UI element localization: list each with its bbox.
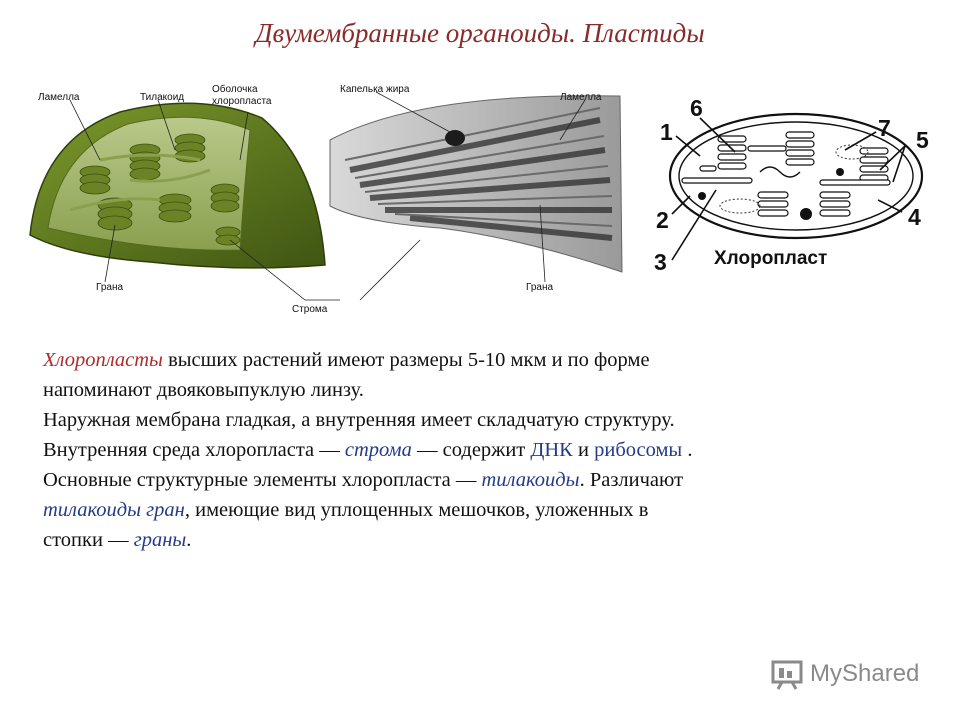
schematic-number-5: 5 bbox=[916, 127, 929, 153]
schematic-number-7: 7 bbox=[878, 115, 891, 141]
text-span: . bbox=[682, 439, 693, 461]
text-line-1: Хлоропласты высших растений имеют размер… bbox=[43, 345, 923, 375]
description-paragraph: Хлоропласты высших растений имеют размер… bbox=[43, 345, 923, 555]
term-grana-thylakoids: тилакоиды гран bbox=[43, 499, 185, 521]
schematic-number-3: 3 bbox=[654, 249, 667, 275]
label-fat-droplet: Капелька жира bbox=[340, 84, 410, 95]
text-line-4: Внутренняя среда хлоропласта — строма — … bbox=[43, 435, 923, 465]
watermark-brand: MyShared bbox=[810, 660, 920, 687]
term-grana: граны bbox=[133, 529, 187, 551]
text-line-2: напоминают двояковыпуклую линзу. bbox=[43, 379, 364, 401]
text-line-3: Наружная мембрана гладкая, а внутренняя … bbox=[43, 409, 675, 431]
label-grana-right: Грана bbox=[526, 282, 553, 293]
term-chloroplasts: Хлоропласты bbox=[43, 349, 163, 371]
text-span: — содержит bbox=[411, 439, 531, 461]
schematic-number-1: 1 bbox=[660, 119, 673, 145]
text-span: стопки — bbox=[43, 529, 134, 551]
text-span: и bbox=[572, 439, 595, 461]
term-thylakoids: тилакоиды bbox=[481, 469, 580, 491]
schematic-number-6: 6 bbox=[690, 95, 703, 121]
schematic-caption: Хлоропласт bbox=[714, 248, 827, 269]
text-span: Внутренняя среда хлоропласта — bbox=[43, 439, 345, 461]
label-grana-left: Грана bbox=[96, 282, 123, 293]
chloroplast-3d-illustration bbox=[29, 102, 326, 269]
label-thylakoid: Тилакоид bbox=[140, 92, 184, 103]
text-span: . bbox=[186, 529, 192, 551]
schematic-number-2: 2 bbox=[656, 207, 669, 233]
watermark: MyShared bbox=[770, 656, 919, 692]
text-line-6: тилакоиды гран, имеющие вид уплощенных м… bbox=[43, 495, 923, 525]
label-lamella-left: Ламелла bbox=[38, 92, 80, 103]
chloroplast-schematic: 1 2 3 4 5 6 7 Хлоропласт bbox=[648, 92, 934, 280]
text-span: , имеющие вид уплощенных мешочков, уложе… bbox=[184, 499, 649, 521]
electron-micrograph bbox=[329, 95, 623, 273]
schematic-number-4: 4 bbox=[908, 204, 921, 230]
fat-droplet-mark bbox=[445, 130, 465, 146]
term-stroma: строма bbox=[344, 439, 412, 461]
label-stroma: Строма bbox=[292, 304, 328, 315]
term-ribosomes: рибосомы bbox=[594, 439, 683, 461]
text-span: высших растений имеют размеры 5-10 мкм и… bbox=[162, 349, 650, 371]
text-line-7: стопки — граны. bbox=[43, 525, 923, 555]
text-span: Основные структурные элементы хлоропласт… bbox=[43, 469, 482, 491]
page-title: Двумембранные органоиды. Пластиды bbox=[255, 18, 705, 48]
label-envelope-1: Оболочка bbox=[212, 83, 258, 95]
leader-lines bbox=[69, 91, 586, 301]
label-envelope-2: хлоропласта bbox=[212, 96, 272, 107]
label-lamella-right: Ламелла bbox=[560, 92, 602, 103]
text-line-5: Основные структурные элементы хлоропласт… bbox=[43, 465, 923, 495]
chloroplast-figure: Ламелла Тилакоид Оболочка хлоропласта Ка… bbox=[29, 83, 934, 315]
term-dna: ДНК bbox=[530, 439, 573, 461]
presentation-board-icon bbox=[771, 660, 803, 690]
text-span: . Различают bbox=[579, 469, 684, 491]
